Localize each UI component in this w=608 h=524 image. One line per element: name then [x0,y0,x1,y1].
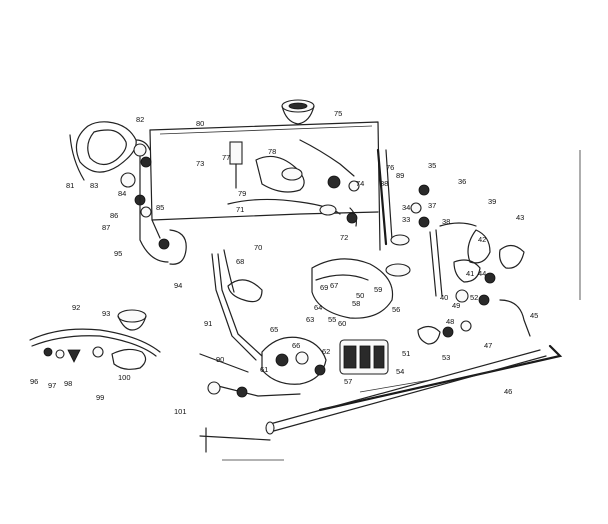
callout-98: 98 [64,379,72,388]
callout-42: 42 [478,235,486,244]
callout-66: 66 [292,341,300,350]
callout-86: 86 [110,211,118,220]
top-center-assembly [227,139,360,227]
callout-96: 96 [30,377,38,386]
callout-46: 46 [504,387,512,396]
callout-58: 58 [352,299,360,308]
callout-81: 81 [66,181,74,190]
callout-50: 50 [356,291,364,300]
callout-89: 89 [396,171,404,180]
callout-37: 37 [428,201,436,210]
callout-73: 73 [196,159,204,168]
callout-75: 75 [334,109,342,118]
callout-48: 48 [446,317,454,326]
callout-65: 65 [270,325,278,334]
callout-38: 38 [442,217,450,226]
valve-cluster [207,336,327,398]
callout-93: 93 [102,309,110,318]
callout-57: 57 [344,377,352,386]
callout-43: 43 [516,213,524,222]
callout-77: 77 [222,153,230,162]
callout-33: 33 [402,215,410,224]
callout-84: 84 [118,189,126,198]
callout-94: 94 [174,281,182,290]
callout-59: 59 [374,285,382,294]
callout-97: 97 [48,381,56,390]
callout-82: 82 [136,115,144,124]
callout-52: 52 [470,293,478,302]
callout-36: 36 [458,177,466,186]
callout-62: 62 [322,347,330,356]
callout-83: 83 [90,181,98,190]
callout-45: 45 [530,311,538,320]
callout-99: 99 [96,393,104,402]
right-valve-group [390,184,531,345]
callout-88: 88 [380,179,388,188]
callout-80: 80 [196,119,204,128]
callout-95: 95 [114,249,122,258]
callout-70: 70 [254,243,262,252]
valve-column [120,143,187,265]
callout-54: 54 [396,367,404,376]
callout-64: 64 [314,303,322,312]
callout-56: 56 [392,305,400,314]
callout-76: 76 [386,163,394,172]
callout-101: 101 [174,407,187,416]
center-pipe [199,249,263,373]
callout-68: 68 [236,257,244,266]
callout-35: 35 [428,161,436,170]
callout-100: 100 [118,373,131,382]
callout-61: 61 [260,365,268,374]
left-hose-assembly [29,309,161,370]
base-rails [199,150,581,461]
callout-71: 71 [236,205,244,214]
callout-91: 91 [204,319,212,328]
callout-78: 78 [268,147,276,156]
hose-loop [69,121,151,181]
callout-60: 60 [338,319,346,328]
callout-79: 79 [238,189,246,198]
callout-92: 92 [72,303,80,312]
callout-67: 67 [330,281,338,290]
callout-87: 87 [102,223,110,232]
callout-55: 55 [328,315,336,324]
callout-74: 74 [356,179,364,188]
pump-motor [311,258,411,375]
callout-72: 72 [340,233,348,242]
vertical-tubes [376,148,393,246]
callout-63: 63 [306,315,314,324]
callout-69: 69 [320,283,328,292]
cup-part [281,99,315,125]
callout-40: 40 [440,293,448,302]
callout-90: 90 [216,355,224,364]
callout-53: 53 [442,353,450,362]
callout-85: 85 [156,203,164,212]
callout-41: 41 [466,269,474,278]
callout-47: 47 [484,341,492,350]
callout-39: 39 [488,197,496,206]
callout-49: 49 [452,301,460,310]
callout-51: 51 [402,349,410,358]
callout-44: 44 [478,269,486,278]
callout-34: 34 [402,203,410,212]
